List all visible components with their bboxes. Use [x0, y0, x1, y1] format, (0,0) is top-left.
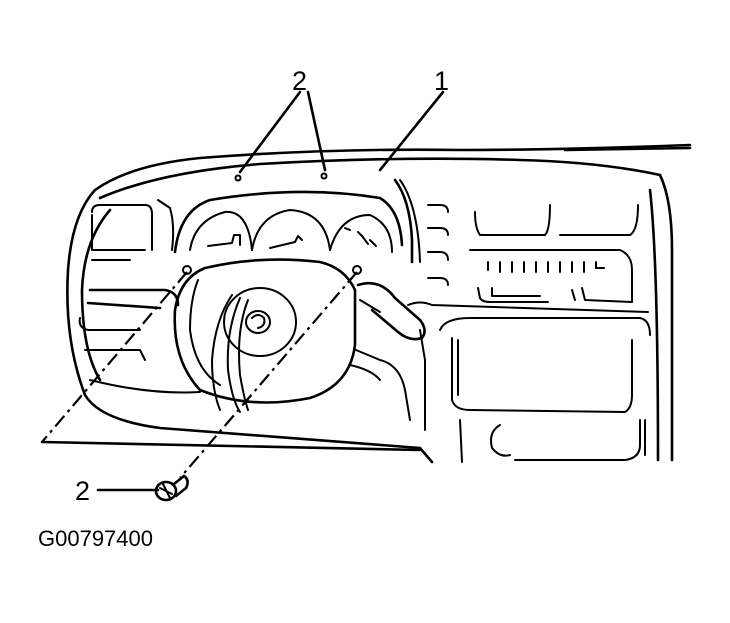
callout-screw-top: 2: [292, 66, 307, 96]
center-stack: [407, 204, 649, 313]
callout-instrument-panel: 1: [434, 66, 449, 96]
alignment-right: [179, 271, 358, 479]
screw-hole-top-right: [320, 172, 328, 180]
leader-top-left: [238, 90, 302, 174]
figure-id: G00797400: [38, 526, 153, 551]
screw-hole-right: [352, 265, 362, 275]
screw-hole-top-left: [234, 174, 242, 182]
alignment-left: [41, 271, 188, 443]
left-vent: [91, 199, 175, 261]
leader-lines: [96, 90, 445, 492]
leader-panel: [378, 90, 445, 172]
screw-icon: [154, 474, 189, 502]
lower-center-panel: [419, 317, 651, 463]
steering-column: [78, 281, 426, 421]
alignment-lines: [40, 271, 422, 479]
dashboard-outline: [66, 143, 692, 464]
callout-screw-bottom: 2: [75, 476, 90, 506]
screw-holes: [182, 172, 362, 275]
steering-wheel: [173, 258, 357, 413]
screw-hole-left: [182, 265, 192, 275]
gauge-cluster: [173, 178, 421, 264]
leader-top-right: [306, 90, 327, 172]
